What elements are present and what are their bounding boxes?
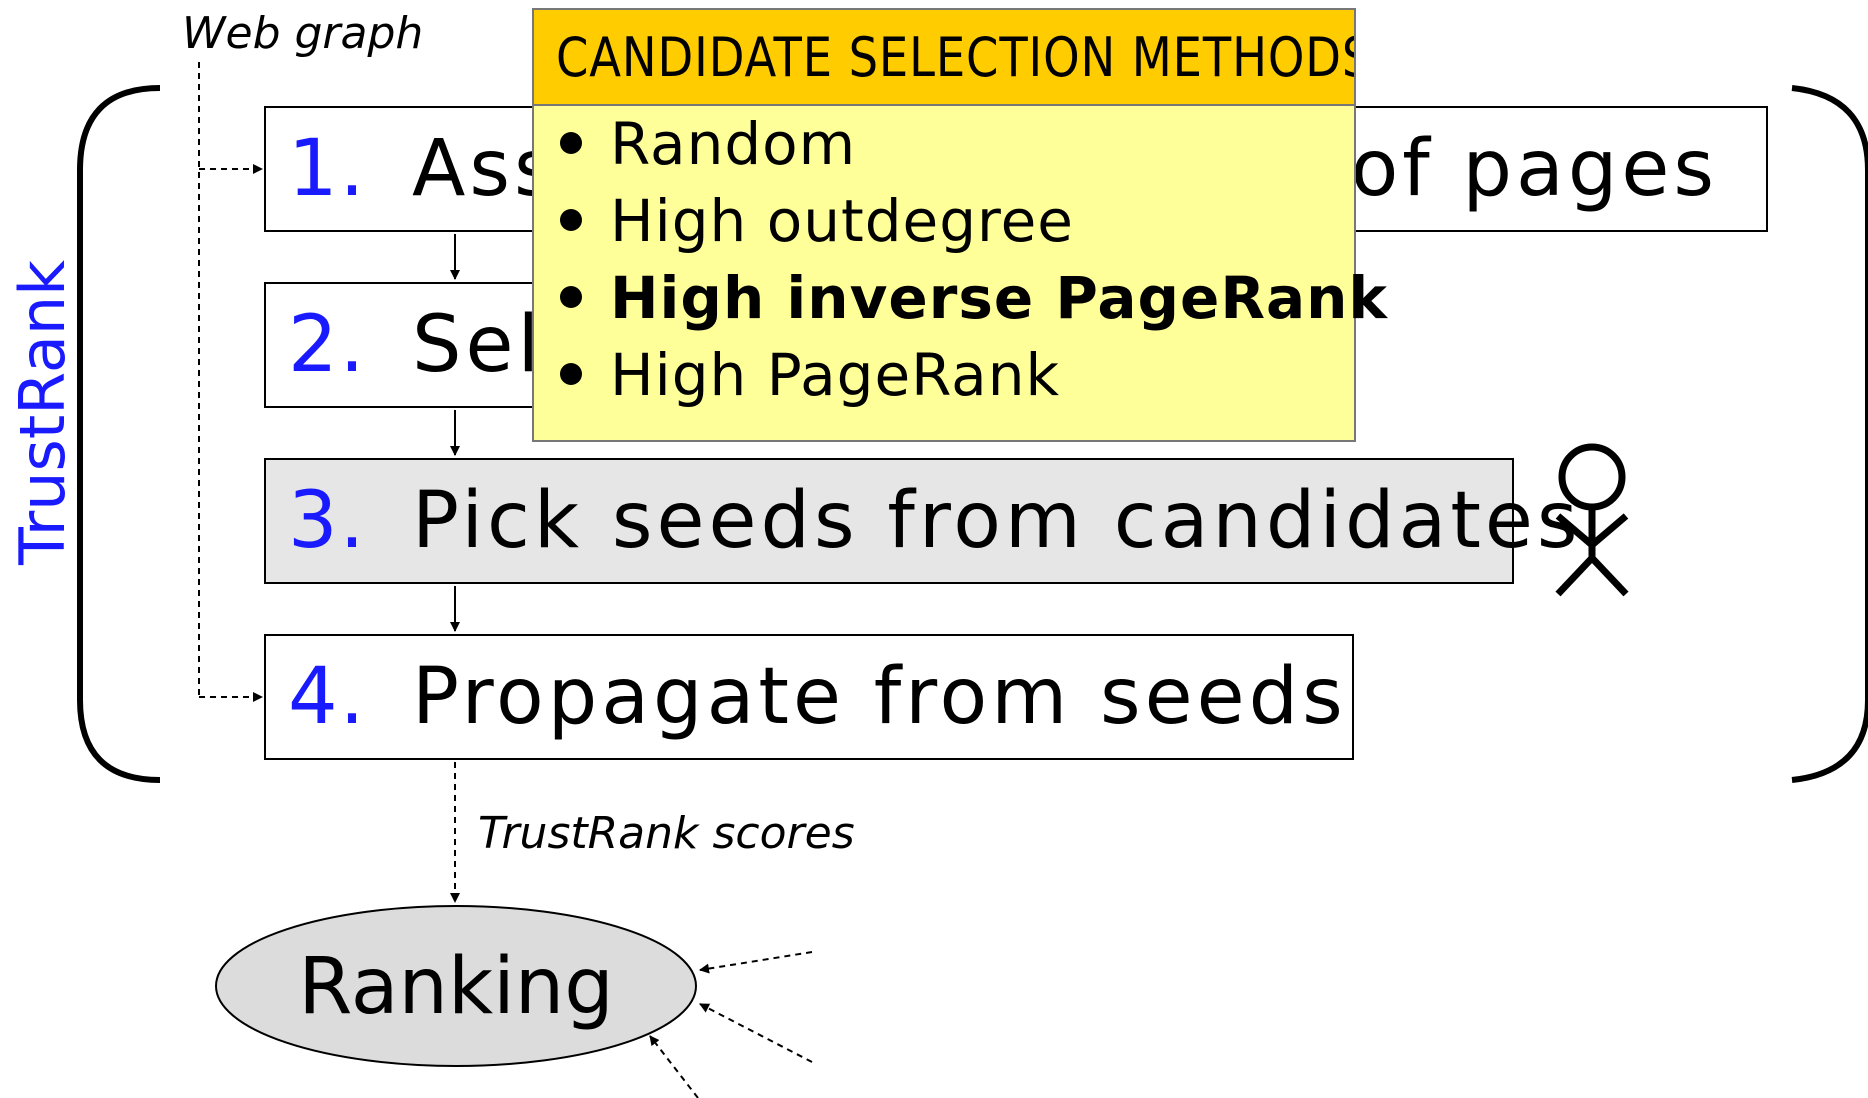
method-label: High inverse PageRank [610, 264, 1389, 332]
step-4-box: 4. Propagate from seeds [264, 634, 1354, 760]
step-2-box: 2. Sel [264, 282, 564, 408]
step-1-text-tail: of pages [1350, 124, 1718, 214]
step-4-number: 4. [288, 652, 367, 742]
candidate-methods-list: Random High outdegree High inverse PageR… [534, 106, 1387, 414]
method-label: High PageRank [610, 341, 1061, 409]
incoming-arrow-middle [699, 1003, 813, 1063]
step-1-text: Ass [412, 124, 559, 214]
web-graph-label: Web graph [182, 8, 424, 59]
step-3-box: 3. Pick seeds from candidates [264, 458, 1578, 584]
bullet-icon [560, 286, 582, 308]
method-random: Random [534, 106, 1354, 183]
step-3-text: Pick seeds from candidates [412, 476, 1582, 566]
ranking-label: Ranking [298, 942, 614, 1032]
method-high-outdegree: High outdegree [534, 183, 1354, 260]
step-2-text: Sel [412, 300, 544, 390]
step-3-number: 3. [288, 476, 367, 566]
step-4-text: Propagate from seeds [412, 652, 1347, 742]
method-high-pagerank: High PageRank [534, 337, 1354, 414]
incoming-arrow-top [699, 951, 813, 974]
bullet-icon [560, 209, 582, 231]
left-bracket [77, 85, 161, 783]
bullet-icon [560, 363, 582, 385]
incoming-arrow-bottom [649, 1035, 699, 1098]
trustrank-side-label: TrustRank [6, 259, 79, 565]
method-label: Random [610, 110, 857, 178]
right-bracket [1791, 85, 1868, 783]
popup-title: CANDIDATE SELECTION METHODS [534, 10, 1354, 106]
candidate-selection-popup: CANDIDATE SELECTION METHODS Random High … [532, 8, 1387, 442]
method-high-inverse-pagerank: High inverse PageRank [534, 260, 1387, 337]
method-label: High outdegree [610, 187, 1074, 255]
bullet-icon [560, 132, 582, 154]
popup-title-text: CANDIDATE SELECTION METHODS [556, 26, 1354, 89]
trustrank-scores-label: TrustRank scores [478, 808, 855, 859]
step-1-number: 1. [288, 124, 367, 214]
step-2-number: 2. [288, 300, 367, 390]
ranking-node [215, 905, 697, 1067]
stick-figure-icon [1555, 443, 1629, 597]
